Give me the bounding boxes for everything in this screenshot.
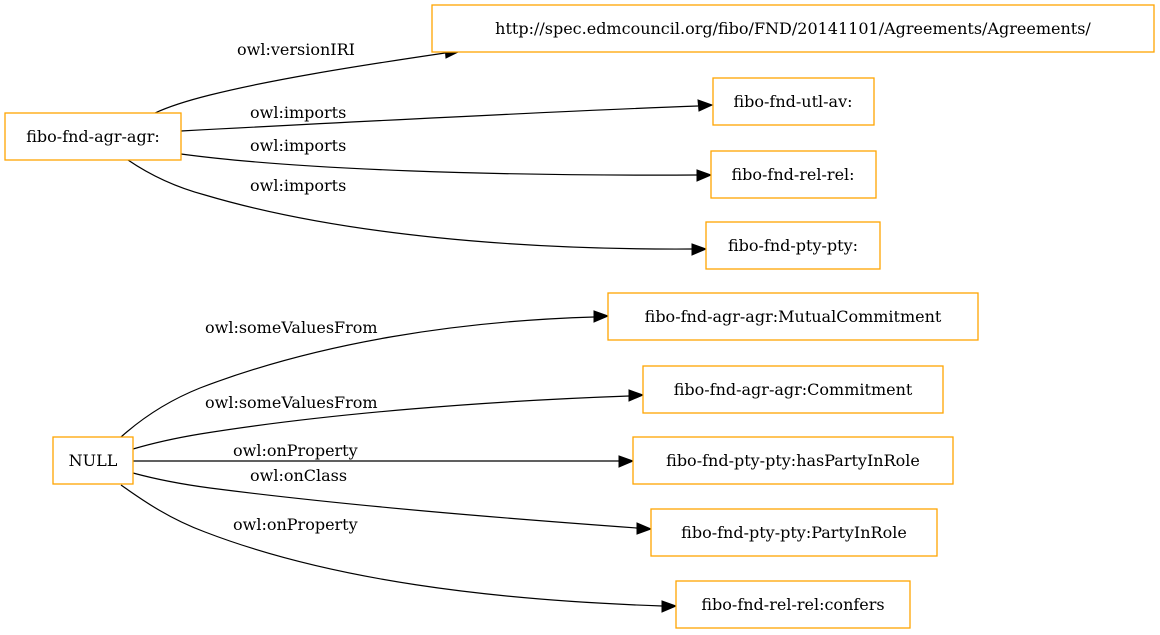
edge-label-on-property-has-party: owl:onProperty: [233, 441, 358, 460]
node-fibo-fnd-rel-rel[interactable]: fibo-fnd-rel-rel:: [710, 150, 877, 199]
edge-label-svf-mutual: owl:someValuesFrom: [205, 318, 378, 337]
edge-imports-utl-av: owl:imports: [180, 99, 714, 132]
node-label: http://spec.edmcouncil.org/fibo/FND/2014…: [495, 19, 1091, 38]
edge-label-imports-utl: owl:imports: [250, 103, 346, 122]
edge-on-property-confers: owl:onProperty: [120, 484, 678, 613]
node-label: fibo-fnd-rel-rel:confers: [701, 595, 884, 614]
node-label: fibo-fnd-agr-agr:MutualCommitment: [645, 307, 942, 326]
edge-label-svf-commitment: owl:someValuesFrom: [205, 393, 378, 412]
edge-label-on-class: owl:onClass: [250, 466, 347, 485]
node-label: NULL: [69, 451, 118, 470]
edge-label-on-property-confers: owl:onProperty: [233, 515, 358, 534]
node-confers[interactable]: fibo-fnd-rel-rel:confers: [675, 580, 911, 629]
edge-imports-pty-pty: owl:imports: [127, 159, 708, 256]
node-has-party-in-role[interactable]: fibo-fnd-pty-pty:hasPartyInRole: [632, 436, 954, 485]
node-label: fibo-fnd-pty-pty:PartyInRole: [681, 523, 907, 542]
node-fibo-fnd-agr-agr[interactable]: fibo-fnd-agr-agr:: [4, 112, 182, 161]
node-label: fibo-fnd-agr-agr:: [26, 127, 159, 146]
node-label: fibo-fnd-pty-pty:hasPartyInRole: [666, 451, 920, 470]
edge-label-imports-rel: owl:imports: [250, 136, 346, 155]
node-fibo-fnd-utl-av[interactable]: fibo-fnd-utl-av:: [712, 77, 875, 126]
edge-on-property-has-party-in-role: owl:onProperty: [133, 441, 635, 468]
node-commitment[interactable]: fibo-fnd-agr-agr:Commitment: [642, 365, 944, 414]
node-label: fibo-fnd-rel-rel:: [731, 165, 854, 184]
edge-on-class-party-in-role: owl:onClass: [132, 466, 653, 535]
node-label: fibo-fnd-utl-av:: [733, 92, 852, 111]
node-label: fibo-fnd-pty-pty:: [728, 236, 858, 255]
node-party-in-role[interactable]: fibo-fnd-pty-pty:PartyInRole: [650, 508, 938, 557]
edge-imports-rel-rel: owl:imports: [180, 136, 713, 182]
edge-svf-mutual-commitment: owl:someValuesFrom: [120, 310, 610, 438]
node-null[interactable]: NULL: [52, 436, 134, 485]
edge-svf-commitment: owl:someValuesFrom: [132, 389, 645, 450]
node-mutual-commitment[interactable]: fibo-fnd-agr-agr:MutualCommitment: [607, 292, 979, 341]
node-label: fibo-fnd-agr-agr:Commitment: [674, 380, 913, 399]
node-version-iri[interactable]: http://spec.edmcouncil.org/fibo/FND/2014…: [431, 4, 1155, 53]
node-fibo-fnd-pty-pty[interactable]: fibo-fnd-pty-pty:: [705, 221, 881, 270]
edge-label-imports-pty: owl:imports: [250, 176, 346, 195]
edge-label-version-iri: owl:versionIRI: [237, 40, 355, 59]
